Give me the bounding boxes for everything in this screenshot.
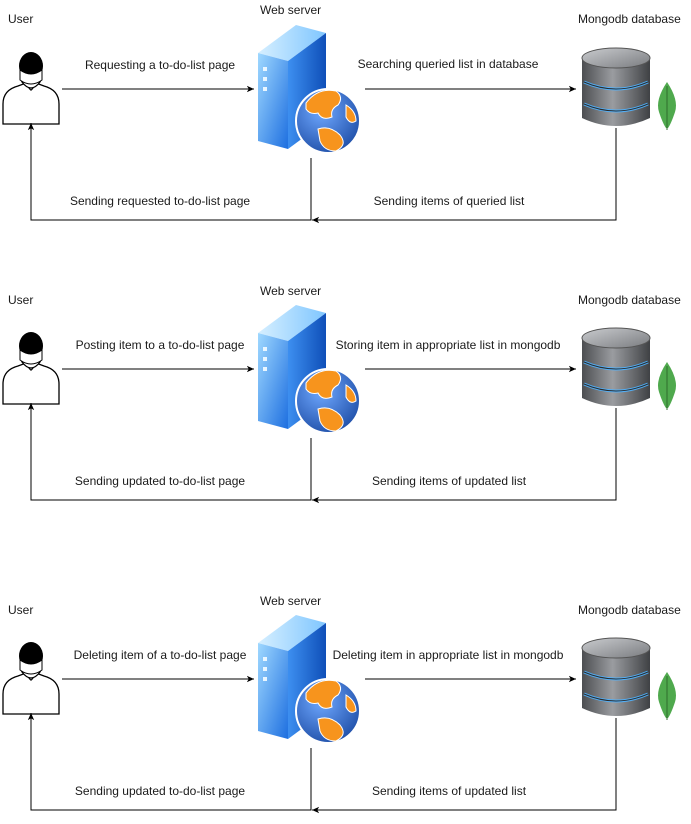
user-label: User (8, 603, 33, 617)
user-icon (2, 332, 60, 405)
mongodb-leaf-icon (658, 82, 676, 130)
web-server-icon (258, 25, 361, 154)
server-label: Web server (260, 284, 321, 298)
user-icon (2, 52, 60, 125)
label-db-to-server: Sending items of queried list (374, 194, 525, 208)
arrow-server-to-user (27, 122, 312, 221)
mongodb-leaf-icon (658, 672, 676, 720)
mongodb-leaf-icon (658, 362, 676, 410)
label-server-to-db: Searching queried list in database (358, 57, 539, 71)
user-icon (2, 642, 60, 715)
user-label: User (8, 293, 33, 307)
label-user-to-server: Deleting item of a to-do-list page (74, 648, 247, 662)
label-server-to-db: Storing item in appropriate list in mong… (336, 338, 561, 352)
database-icon (581, 637, 651, 716)
arrow-db-to-server (312, 718, 617, 814)
server-label: Web server (260, 3, 321, 17)
label-server-to-user: Sending updated to-do-list page (75, 784, 245, 798)
label-server-to-db: Deleting item in appropriate list in mon… (333, 648, 564, 662)
label-db-to-server: Sending items of updated list (372, 474, 527, 488)
db-label: Mongodb database (578, 603, 681, 617)
database-icon (581, 327, 651, 406)
arrow-server-to-user (27, 403, 312, 501)
label-user-to-server: Posting item to a to-do-list page (76, 338, 245, 352)
arrow-server-to-user (27, 713, 312, 811)
label-server-to-user: Sending requested to-do-list page (70, 194, 250, 208)
label-db-to-server: Sending items of updated list (372, 784, 527, 798)
server-label: Web server (260, 594, 321, 608)
scenario-3: User Web server Mongodb database (2, 594, 681, 814)
label-user-to-server: Requesting a to-do-list page (85, 58, 235, 72)
scenario-2: User Web server Mongodb database (2, 284, 681, 504)
arrow-db-to-server (312, 408, 617, 504)
web-server-icon (258, 305, 361, 434)
db-label: Mongodb database (578, 12, 681, 26)
db-label: Mongodb database (578, 293, 681, 307)
user-label: User (8, 12, 33, 26)
scenario-1: User Web server Mongodb database (2, 3, 681, 224)
arrow-db-to-server (312, 128, 617, 224)
label-server-to-user: Sending updated to-do-list page (75, 474, 245, 488)
web-server-icon (258, 615, 361, 744)
database-icon (581, 47, 651, 126)
